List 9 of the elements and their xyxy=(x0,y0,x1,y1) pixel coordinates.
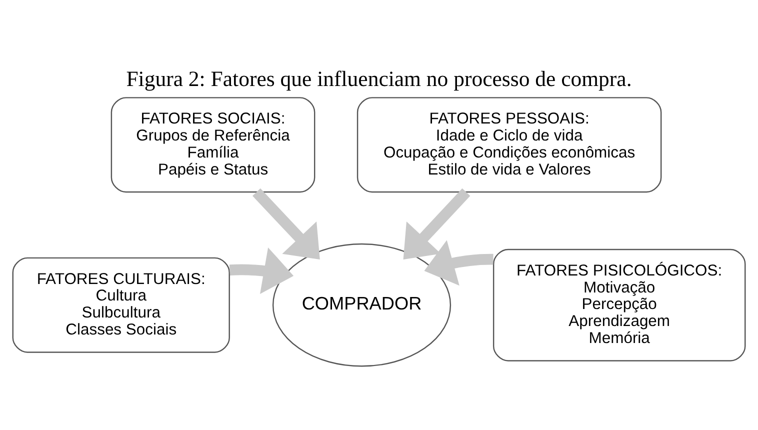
node-box: FATORES PESSOAIS: Idade e Ciclo de vida Ocupação e Condições econômicas Estilo de vida e Valores xyxy=(356,97,662,193)
arrow xyxy=(252,188,320,260)
node-box: FATORES PISICOLÓGICOS: Motivação Percepção Aprendizagem Memória xyxy=(492,248,746,362)
node-box: FATORES CULTURAIS: Cultura Sulbcultura Classes Sociais xyxy=(12,257,230,353)
node-ellipse: COMPRADOR xyxy=(272,243,452,367)
arrow xyxy=(403,188,470,260)
arrow xyxy=(229,247,294,294)
diagram-title: Figura 2: Fatores que influenciam no processo de compra. xyxy=(126,67,632,92)
node-box: FATORES SOCIAIS: Grupos de Referência Família Papéis e Status xyxy=(110,97,316,193)
